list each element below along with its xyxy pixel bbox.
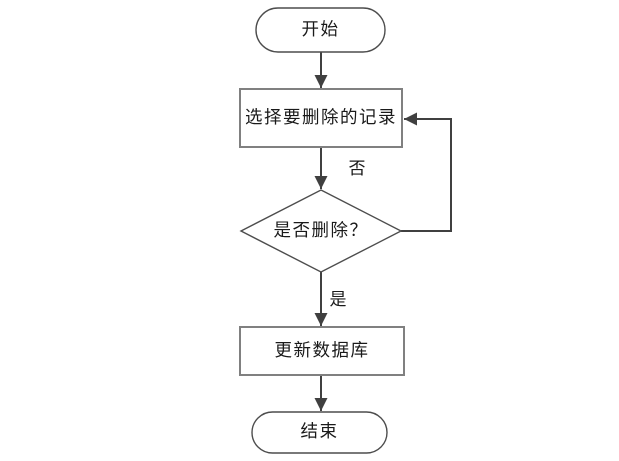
edge-label-no: 否 — [349, 159, 366, 179]
start-terminator-shape — [255, 7, 386, 53]
node-select-record: 选择要删除的记录 — [239, 88, 403, 148]
edge-decision-to-select-loop: 否 — [349, 112, 452, 232]
node-end: 结束 — [251, 411, 388, 454]
confirm-delete-label: 是否删除？ — [274, 221, 369, 241]
end-terminator-shape — [251, 411, 388, 454]
connector-line — [401, 112, 452, 232]
end-label: 结束 — [301, 422, 339, 442]
edge-decision-to-update: 是 — [314, 272, 347, 326]
edge-label-yes: 是 — [330, 290, 347, 310]
update-database-label: 更新数据库 — [275, 341, 370, 361]
update-database-process-shape — [239, 326, 405, 376]
select-record-label: 选择要删除的记录 — [245, 108, 397, 128]
start-label: 开始 — [302, 20, 340, 40]
select-record-process-shape — [239, 88, 403, 148]
node-update-database: 更新数据库 — [239, 326, 405, 376]
node-start: 开始 — [255, 7, 386, 53]
node-confirm-delete: 是否删除？ — [239, 189, 403, 273]
confirm-delete-decision-shape — [239, 189, 403, 273]
